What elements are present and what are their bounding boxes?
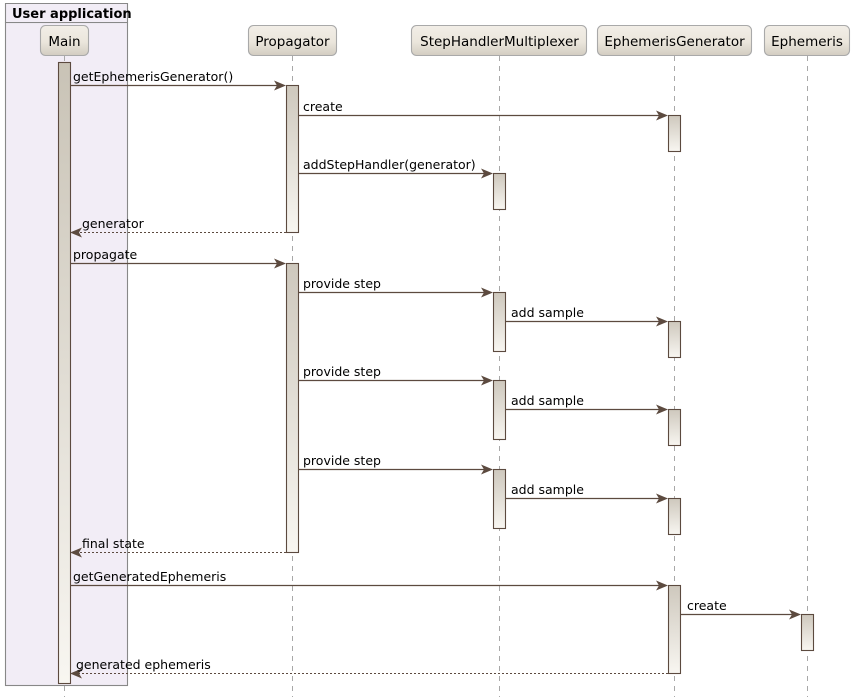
message-generated-ephemeris-return[interactable]: generated ephemeris [70, 657, 668, 679]
arrow-head-right-icon [789, 609, 801, 620]
arrow-head-right-icon [656, 316, 668, 327]
message-getephemerisgenerator[interactable]: getEphemerisGenerator() [70, 69, 286, 91]
message-provide-step-1[interactable]: provide step [298, 276, 493, 298]
participant-box [410, 24, 588, 57]
message-label: provide step [303, 453, 381, 468]
participant-ephemerisgenerator[interactable]: EphemerisGenerator [596, 24, 753, 57]
participant-label: Main [48, 34, 80, 50]
message-addstephandler[interactable]: addStepHandler(generator) [298, 157, 493, 179]
message-label: final state [82, 536, 145, 551]
participant-main[interactable]: Main [39, 24, 90, 57]
message-label: add sample [511, 482, 584, 497]
message-label: provide step [303, 364, 381, 379]
message-add-sample-2[interactable]: add sample [505, 393, 668, 415]
participant-box [596, 24, 753, 57]
activation-stephandlermultiplexer-1 [492, 172, 507, 211]
arrow-head-left-icon [70, 227, 82, 238]
arrow-head-right-icon [481, 168, 493, 179]
arrow-head-right-icon [656, 404, 668, 415]
arrow-head-right-icon [656, 493, 668, 504]
arrow-head-left-icon [70, 668, 82, 679]
activation-propagator-1 [285, 84, 300, 234]
participant-label: Propagator [255, 34, 330, 50]
participant-label: Ephemeris [771, 34, 843, 50]
message-label: add sample [511, 305, 584, 320]
participant-label: StepHandlerMultiplexer [420, 34, 579, 50]
participant-box [247, 24, 338, 57]
activation-ephemerisgenerator-5 [667, 584, 682, 675]
message-getgeneratedephemeris[interactable]: getGeneratedEphemeris [70, 569, 668, 591]
arrow-head-right-icon [481, 375, 493, 386]
activations-layer [57, 61, 815, 685]
message-label: provide step [303, 276, 381, 291]
message-create-ephemeris[interactable]: create [680, 598, 801, 620]
message-create-ephemerisgenerator[interactable]: create [298, 99, 668, 121]
activation-main [57, 61, 72, 685]
activation-propagator-2 [285, 262, 300, 554]
message-label: addStepHandler(generator) [303, 157, 476, 172]
arrow-head-left-icon [70, 547, 82, 558]
arrow-head-right-icon [656, 580, 668, 591]
activation-stephandlermultiplexer-4 [492, 468, 507, 530]
participant-stephandlermultiplexer[interactable]: StepHandlerMultiplexer [410, 24, 588, 57]
message-final-state-return[interactable]: final state [70, 536, 286, 558]
message-label: create [303, 99, 343, 114]
group-frame-tab [4, 2, 129, 24]
messages-layer: getEphemerisGenerator() create addStepHa… [70, 69, 801, 679]
participant-box [39, 24, 90, 57]
participants-layer: Main Propagator StepHandlerMultiplexer E… [39, 24, 851, 57]
participant-label: EphemerisGenerator [604, 34, 745, 50]
participant-box [763, 24, 851, 57]
message-generator-return[interactable]: generator [70, 216, 286, 238]
arrow-head-right-icon [274, 258, 286, 269]
activation-ephemerisgenerator-4 [667, 497, 682, 536]
participant-propagator[interactable]: Propagator [247, 24, 338, 57]
arrow-head-right-icon [481, 287, 493, 298]
activation-ephemeris-1 [800, 613, 815, 652]
message-propagate[interactable]: propagate [70, 247, 286, 269]
message-label: propagate [73, 247, 138, 262]
message-label: getGeneratedEphemeris [73, 569, 226, 584]
activation-stephandlermultiplexer-3 [492, 379, 507, 441]
message-label: generator [82, 216, 145, 231]
arrow-head-right-icon [656, 110, 668, 121]
message-label: getEphemerisGenerator() [73, 69, 233, 84]
message-add-sample-3[interactable]: add sample [505, 482, 668, 504]
message-label: create [687, 598, 727, 613]
activation-stephandlermultiplexer-2 [492, 291, 507, 353]
group-title-label: User application [12, 7, 132, 22]
message-label: generated ephemeris [76, 657, 211, 672]
arrow-head-right-icon [274, 80, 286, 91]
participant-ephemeris[interactable]: Ephemeris [763, 24, 851, 57]
message-provide-step-2[interactable]: provide step [298, 364, 493, 386]
activation-ephemerisgenerator-2 [667, 320, 682, 359]
message-label: add sample [511, 393, 584, 408]
activation-ephemerisgenerator-1 [667, 114, 682, 153]
message-provide-step-3[interactable]: provide step [298, 453, 493, 475]
activation-ephemerisgenerator-3 [667, 408, 682, 447]
arrow-head-right-icon [481, 464, 493, 475]
message-add-sample-1[interactable]: add sample [505, 305, 668, 327]
